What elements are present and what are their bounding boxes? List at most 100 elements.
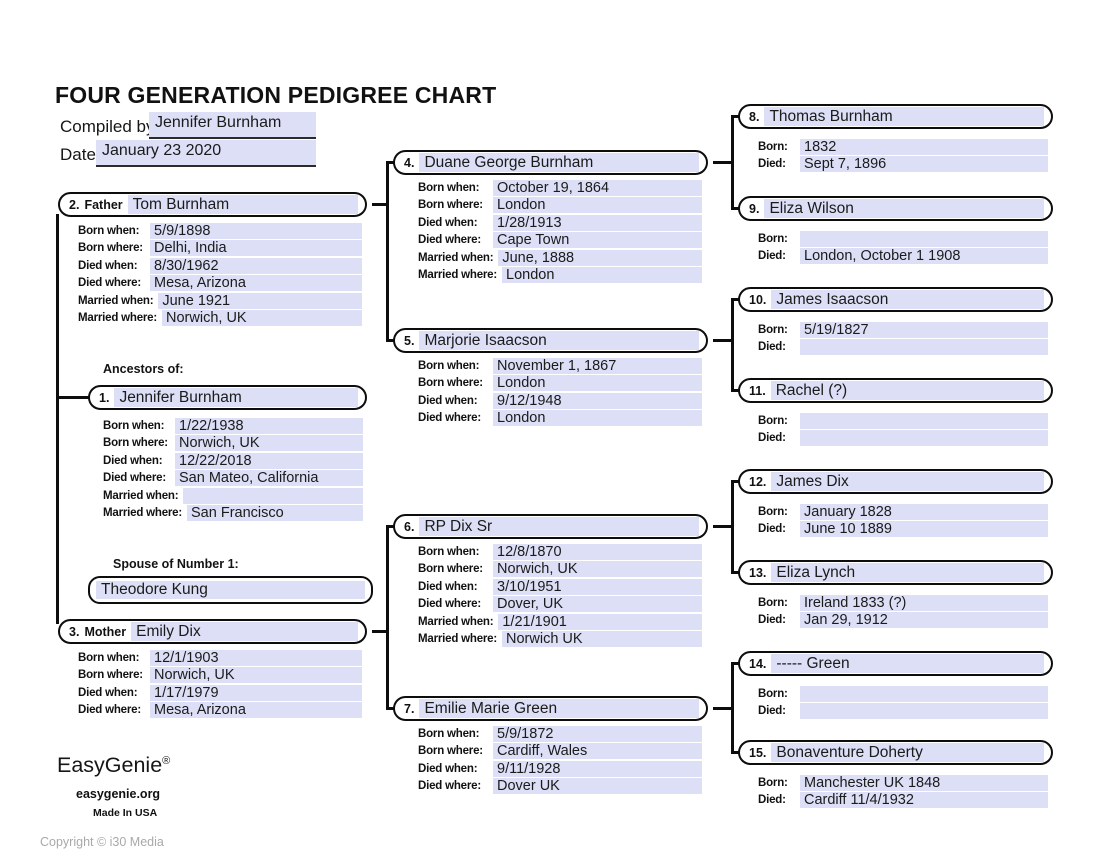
field-value[interactable]: 5/9/1872 [493, 725, 702, 742]
field-value[interactable]: Sept 7, 1896 [800, 156, 1048, 173]
field-value[interactable]: Mesa, Arizona [150, 702, 362, 719]
field-value[interactable]: Dover, UK [493, 596, 702, 613]
person-name-field[interactable]: Emily Dix [131, 622, 358, 641]
field-value[interactable]: Norwich, UK [162, 310, 362, 327]
field-value[interactable]: June 10 1889 [800, 521, 1048, 538]
person-field-row: Born when:1/22/1938 [103, 417, 363, 435]
field-value[interactable]: London, October 1 1908 [800, 248, 1048, 265]
field-value[interactable]: January 1828 [800, 503, 1048, 520]
field-value[interactable]: Norwich UK [502, 631, 702, 648]
field-value[interactable]: San Mateo, California [175, 470, 363, 487]
field-value[interactable]: 1/22/1938 [175, 417, 363, 434]
date-label: Date [60, 145, 96, 164]
person-name-field[interactable]: Eliza Wilson [764, 199, 1044, 218]
field-value[interactable]: June, 1888 [498, 249, 702, 266]
field-value[interactable]: 9/11/1928 [493, 760, 702, 777]
field-value[interactable]: San Francisco [187, 505, 363, 522]
field-value[interactable]: October 19, 1864 [493, 179, 702, 196]
person-name-field[interactable]: James Dix [771, 472, 1044, 491]
date-field[interactable]: January 23 2020 [96, 140, 316, 167]
connector-line [731, 751, 740, 754]
field-value[interactable]: 1/17/1979 [150, 684, 362, 701]
field-label: Born when: [78, 224, 140, 237]
spouse-name-field[interactable]: Theodore Kung [96, 581, 365, 599]
field-value[interactable]: 5/19/1827 [800, 321, 1048, 338]
person-name-field[interactable]: James Isaacson [771, 290, 1044, 309]
field-value[interactable]: Norwich, UK [150, 667, 362, 684]
field-value[interactable]: 1/28/1913 [493, 214, 702, 231]
person-field-row: Born where:London [418, 197, 702, 215]
field-label: Died when: [418, 580, 478, 593]
person-field-row: Married where:London [418, 267, 702, 285]
field-value[interactable] [183, 487, 363, 504]
connector-line [731, 480, 734, 574]
field-value[interactable] [800, 412, 1048, 429]
field-value[interactable]: November 1, 1867 [493, 357, 702, 374]
field-value[interactable]: Cardiff 11/4/1932 [800, 792, 1048, 809]
person-field-row: Died:Sept 7, 1896 [758, 156, 1048, 174]
field-label: Died when: [418, 762, 478, 775]
field-value[interactable]: Dover UK [493, 778, 702, 795]
person-name-field[interactable]: Bonaventure Doherty [771, 743, 1044, 762]
connector-line [731, 389, 740, 392]
person-number: 14. [749, 656, 767, 671]
field-value[interactable]: Norwich, UK [493, 561, 702, 578]
field-value[interactable]: Delhi, India [150, 240, 362, 257]
field-label: Born where: [418, 745, 483, 758]
field-value[interactable]: 8/30/1962 [150, 257, 362, 274]
person-name-field[interactable]: Jennifer Burnham [114, 388, 358, 407]
field-value[interactable]: 1832 [800, 138, 1048, 155]
field-value[interactable] [800, 685, 1048, 702]
field-value[interactable]: London [493, 410, 702, 427]
person-field-row: Born:Ireland 1833 (?) [758, 594, 1048, 612]
field-value[interactable]: London [493, 375, 702, 392]
field-label: Born when: [78, 651, 140, 664]
person-header: 8.Thomas Burnham [738, 104, 1053, 129]
person-header: 11.Rachel (?) [738, 378, 1053, 403]
field-label: Born: [758, 414, 788, 427]
field-value[interactable] [800, 430, 1048, 447]
connector-line [731, 571, 740, 574]
compiled-by-field[interactable]: Jennifer Burnham [149, 112, 316, 139]
field-value[interactable]: Cape Town [493, 232, 702, 249]
field-value[interactable]: Mesa, Arizona [150, 275, 362, 292]
field-value[interactable]: 5/9/1898 [150, 222, 362, 239]
field-label: Born where: [78, 669, 143, 682]
field-label: Born where: [418, 377, 483, 390]
person-name-field[interactable]: Thomas Burnham [764, 107, 1044, 126]
field-value[interactable] [800, 230, 1048, 247]
person-name-field[interactable]: Emilie Marie Green [419, 699, 699, 718]
compiled-by-label: Compiled by [60, 117, 155, 136]
connector-line [386, 707, 395, 710]
person-field-row: Died where:Mesa, Arizona [78, 275, 362, 293]
person-name-field[interactable]: Duane George Burnham [419, 153, 699, 172]
field-value[interactable]: Manchester UK 1848 [800, 774, 1048, 791]
person-name-field[interactable]: Tom Burnham [127, 195, 358, 214]
field-value[interactable]: 9/12/1948 [493, 392, 702, 409]
field-value[interactable]: London [493, 197, 702, 214]
field-value[interactable]: 12/22/2018 [175, 452, 363, 469]
person-name-field[interactable]: Eliza Lynch [771, 563, 1044, 582]
field-value[interactable]: 12/8/1870 [493, 543, 702, 560]
person-name-field[interactable]: Rachel (?) [770, 381, 1044, 400]
field-value[interactable] [800, 339, 1048, 356]
field-value[interactable]: Ireland 1833 (?) [800, 594, 1048, 611]
person-name-field[interactable]: ----- Green [771, 654, 1044, 673]
person-number: 4. [404, 155, 415, 170]
field-value[interactable]: June 1921 [158, 292, 362, 309]
field-value[interactable] [800, 703, 1048, 720]
field-value[interactable]: Jan 29, 1912 [800, 612, 1048, 629]
field-value[interactable]: Norwich, UK [175, 435, 363, 452]
field-value[interactable]: 12/1/1903 [150, 649, 362, 666]
field-value[interactable]: 3/10/1951 [493, 578, 702, 595]
person-field-row: Born where:Norwich, UK [103, 435, 363, 453]
field-value[interactable]: London [502, 267, 702, 284]
field-value[interactable]: Cardiff, Wales [493, 743, 702, 760]
field-value[interactable]: 1/21/1901 [498, 613, 702, 630]
person-name-field[interactable]: Marjorie Isaacson [419, 331, 699, 350]
person-name-field[interactable]: RP Dix Sr [419, 517, 699, 536]
